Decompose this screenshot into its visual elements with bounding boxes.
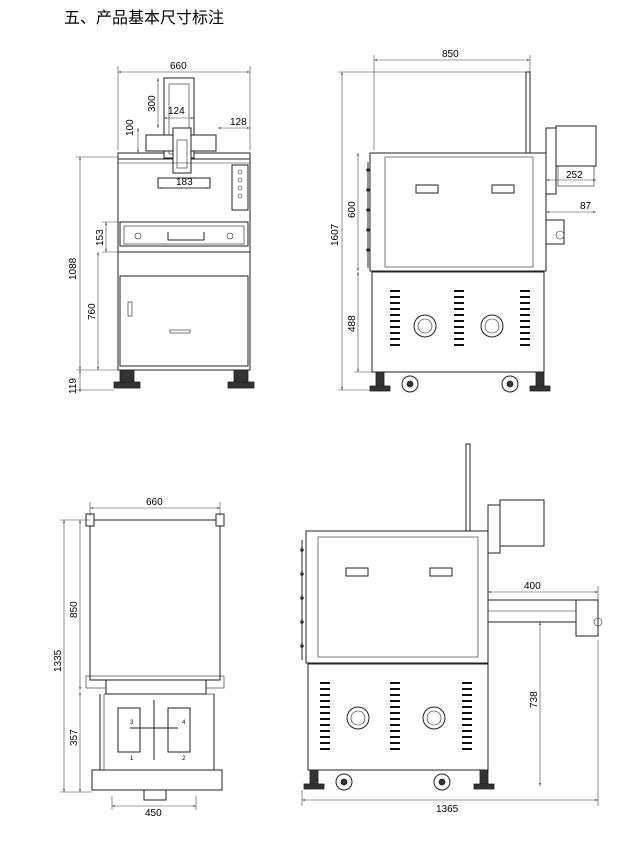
dim-side-offset: 128 xyxy=(230,117,247,128)
position-label-2: 2 xyxy=(182,756,186,762)
dim-front-lower-height: 760 xyxy=(87,303,98,320)
fan-icon xyxy=(413,314,437,338)
front-dimensions: 660 300 124 100 128 183 153 1088 760 119 xyxy=(68,61,251,394)
dim-top-width: 660 xyxy=(146,497,163,508)
position-label-1: 1 xyxy=(130,756,134,762)
top-tray xyxy=(91,769,223,791)
top-body xyxy=(89,519,221,681)
side-motor-box xyxy=(555,125,597,167)
dim-tray-width: 450 xyxy=(145,808,162,819)
extended-view xyxy=(300,443,603,791)
fan-icon xyxy=(346,706,370,730)
dim-top-height: 100 xyxy=(125,119,136,136)
side-view xyxy=(366,71,597,393)
front-view xyxy=(113,77,255,389)
dim-front-width: 660 xyxy=(170,61,187,72)
dim-tower-height: 300 xyxy=(147,95,158,112)
dim-side-upper-height: 600 xyxy=(347,201,358,218)
dim-side-depth: 850 xyxy=(442,49,459,60)
dim-extended-total-length: 1365 xyxy=(436,804,459,815)
side-dimensions: 850 1607 600 488 252 87 xyxy=(330,49,596,391)
dim-top-body-length: 850 xyxy=(69,601,80,618)
dim-motor-offset: 252 xyxy=(566,170,583,181)
dim-top-total-length: 1335 xyxy=(53,649,64,672)
dim-slide-length: 400 xyxy=(524,581,541,592)
dim-clamp-width: 183 xyxy=(176,177,193,188)
top-dimensions: 660 850 1335 357 450 xyxy=(53,497,221,819)
top-view: 3 4 1 2 xyxy=(85,513,225,801)
extended-lower-body xyxy=(307,663,489,771)
fan-icon xyxy=(480,314,504,338)
position-label-3: 3 xyxy=(130,720,134,726)
extended-upper-body xyxy=(305,530,489,664)
extended-motor-box xyxy=(499,499,545,547)
side-upper-body xyxy=(369,152,547,272)
section-heading: 五、产品基本尺寸标注 xyxy=(64,8,225,27)
dim-tower-width: 124 xyxy=(168,106,185,117)
position-label-4: 4 xyxy=(182,720,186,726)
fan-icon xyxy=(422,706,446,730)
dim-foot-height: 119 xyxy=(68,378,79,394)
dim-side-total-height: 1607 xyxy=(330,223,341,246)
dim-knob-offset: 87 xyxy=(580,201,592,212)
front-lower-door xyxy=(119,275,249,367)
dim-side-lower-height: 488 xyxy=(347,315,358,332)
dim-window-height: 153 xyxy=(95,229,106,246)
dim-front-total-height: 1088 xyxy=(68,257,79,280)
extended-dimensions: 400 738 1365 xyxy=(301,581,599,815)
dim-slide-height: 738 xyxy=(529,691,540,708)
dim-top-extension-length: 357 xyxy=(69,729,80,746)
